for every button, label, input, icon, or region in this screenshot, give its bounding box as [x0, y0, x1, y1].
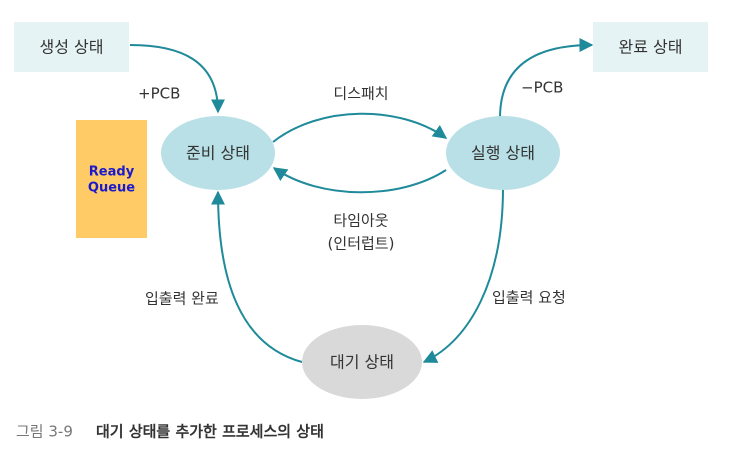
timeout-label-line1: 타임아웃	[333, 212, 388, 230]
running-state-node	[446, 116, 560, 190]
arrow-running-to-waiting	[422, 187, 504, 363]
arrow-created-to-ready	[129, 44, 225, 114]
arrow-ready-to-running-dispatch	[272, 112, 448, 143]
waiting-state-node	[302, 325, 422, 399]
running-state-label: 실행 상태	[471, 144, 535, 163]
ready-state-node	[161, 116, 275, 190]
completed-state-box	[593, 22, 708, 72]
created-state-label: 생성 상태	[40, 38, 104, 57]
plus-pcb-label: +PCB	[138, 85, 180, 103]
minus-pcb-label: −PCB	[521, 79, 563, 97]
created-state-box	[14, 22, 129, 72]
figure-caption-text: 대기 상태를 추가한 프로세스의 상태	[96, 423, 324, 441]
io-request-label: 입출력 요청	[492, 289, 566, 307]
completed-state-label: 완료 상태	[619, 38, 683, 57]
dispatch-label: 디스패치	[333, 85, 388, 103]
waiting-state-label: 대기 상태	[330, 353, 394, 372]
ready-queue-box	[76, 120, 147, 238]
arrow-running-to-ready-timeout	[272, 167, 447, 194]
arrow-waiting-to-ready	[211, 190, 303, 363]
arrow-running-to-completed	[499, 38, 594, 119]
ready-state-label: 준비 상태	[186, 144, 250, 163]
ready-queue-label-line1: Ready	[89, 165, 135, 180]
figure-caption-number: 그림 3-9	[16, 423, 73, 441]
io-complete-label: 입출력 완료	[145, 290, 219, 308]
timeout-label-line2: (인터럽트)	[328, 235, 395, 253]
ready-queue-label-line2: Queue	[88, 181, 135, 196]
